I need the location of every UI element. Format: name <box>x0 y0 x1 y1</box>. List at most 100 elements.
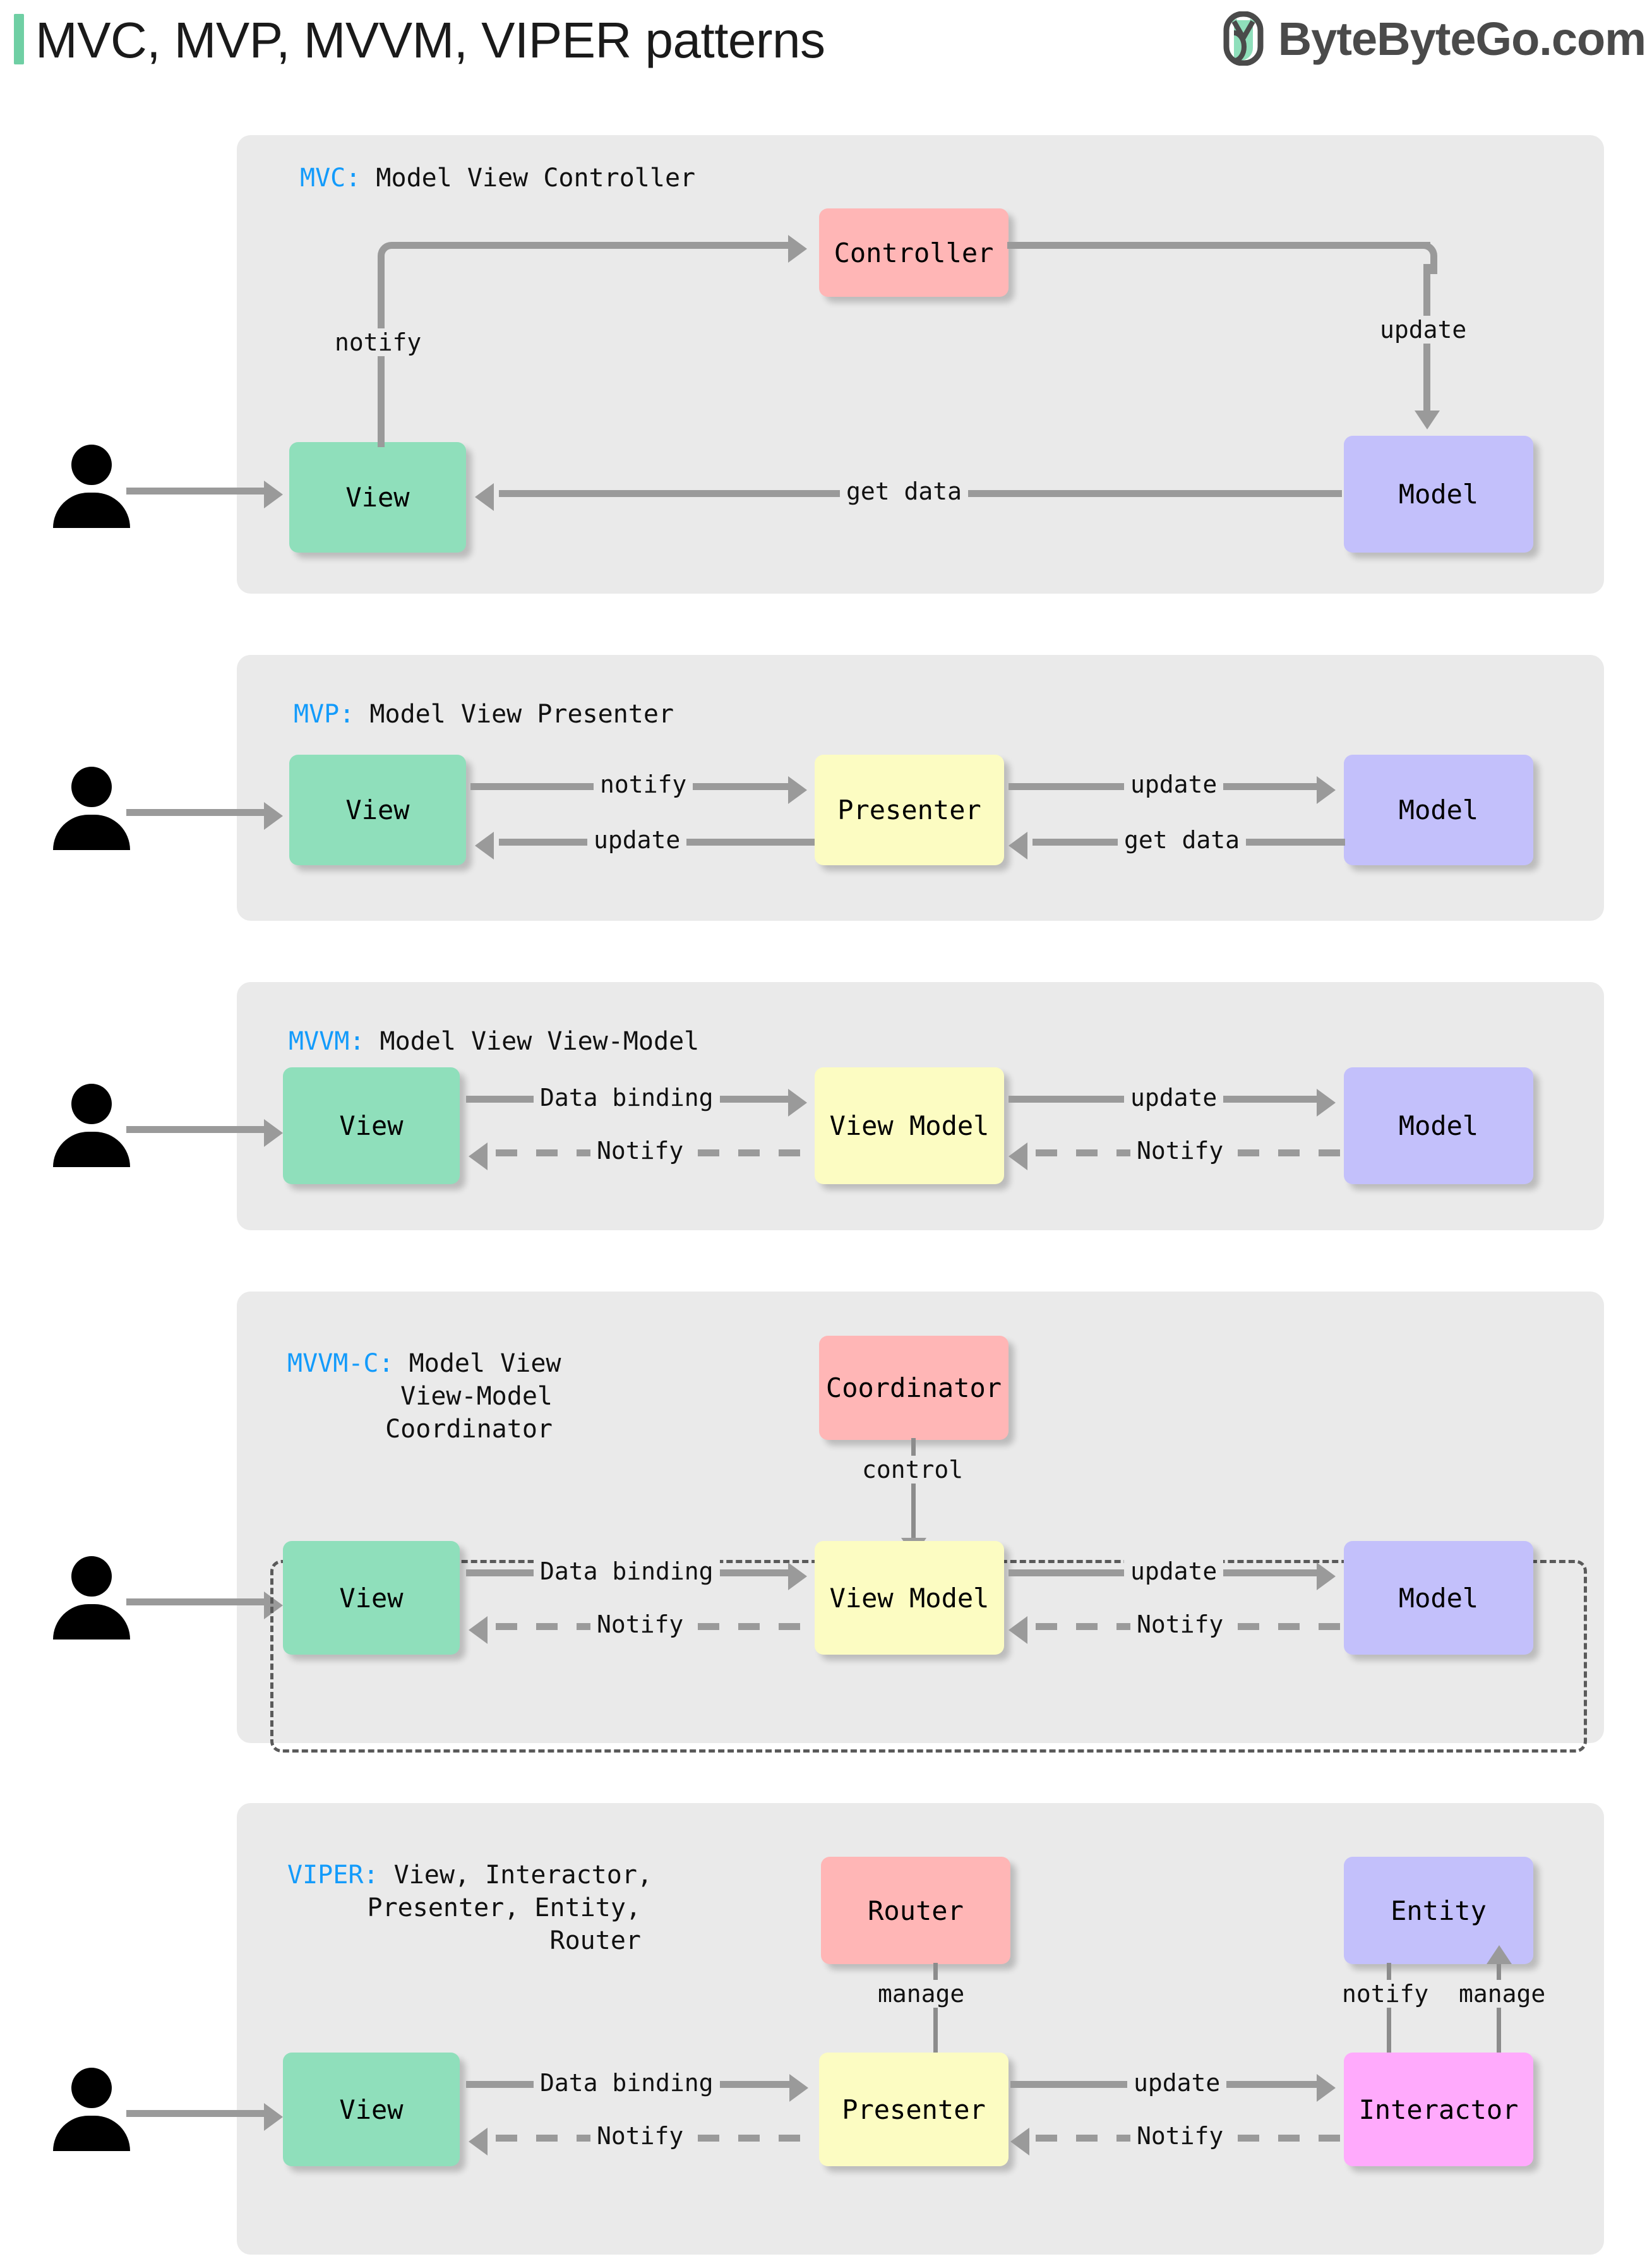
node-view-mvvm[interactable]: View <box>283 1067 460 1184</box>
edge-label-databinding-viper: Data binding <box>534 2069 720 2097</box>
panel-mvvm-c-expansion: Model View <box>393 1349 561 1378</box>
actor-user-mvvm-c <box>51 1554 133 1640</box>
arrowhead-notify-viewmodel-mvvm <box>469 1142 488 1170</box>
arrowhead-getdata-mvp <box>1009 832 1027 860</box>
panel-mvvm-c-title-line2: View-Model <box>400 1382 553 1411</box>
edge-label-update-viper: update <box>1127 2069 1227 2097</box>
bytebytego-leaf-logo-icon <box>1220 11 1267 66</box>
edge-notify-entity-line2-viper <box>1387 2021 1391 2066</box>
panel-viper-title-line2: Presenter, Entity, <box>367 1893 641 1922</box>
page-title: MVC, MVP, MVVM, VIPER patterns <box>35 12 825 68</box>
user-person-icon-body <box>53 493 130 528</box>
user-person-icon-head <box>71 445 112 485</box>
edge-controller-right-mvc <box>1007 242 1430 249</box>
user-person-icon-body <box>53 1604 130 1640</box>
user-person-icon-head <box>71 767 112 807</box>
page-header: MVC, MVP, MVVM, VIPER patterns ByteByteG… <box>0 0 1652 95</box>
edge-user-to-view-mvvm-c <box>126 1598 265 1605</box>
edge-label-update-back-mvp: update <box>587 826 687 854</box>
panel-mvp-key: MVP: <box>294 700 355 729</box>
arrowhead-manage-entity-viper <box>1487 1945 1512 1964</box>
arrowhead-notify-mvc <box>788 235 807 263</box>
panel-mvvm-c-title-line3: Coordinator <box>385 1415 553 1444</box>
arrowhead-update-mvvm-c <box>1317 1562 1336 1590</box>
edge-label-notify-viewmodel-mvvm: Notify <box>590 1137 690 1165</box>
edge-label-notify-presenter-viper: Notify <box>590 2122 690 2150</box>
edge-label-update-mvc: update <box>1374 316 1473 344</box>
edge-label-update-mvp: update <box>1124 770 1224 798</box>
arrowhead-notify-interactor-viper <box>1010 2128 1029 2155</box>
edge-corner-controller-model-mvc <box>1405 242 1437 274</box>
arrowhead-notify-mvp <box>788 776 807 804</box>
node-model-mvvm[interactable]: Model <box>1344 1067 1533 1184</box>
edge-user-to-view-mvc <box>126 488 265 495</box>
user-person-icon-body <box>53 2116 130 2151</box>
panel-viper-title-line3: Router <box>549 1926 642 1955</box>
arrowhead-getdata-mvc <box>475 483 494 511</box>
arrowhead-user-to-view-mvp <box>264 802 283 830</box>
edge-label-notify-interactor-viper: Notify <box>1130 2122 1230 2150</box>
user-person-icon-body <box>53 815 130 850</box>
arrowhead-update-viper <box>1317 2074 1336 2102</box>
panel-mvc-expansion: Model View Controller <box>361 164 696 193</box>
panel-viper-title: VIPER: View, Interactor, <box>287 1859 652 1891</box>
arrowhead-user-to-view-viper <box>264 2103 283 2131</box>
edge-label-getdata-mvp: get data <box>1118 826 1247 854</box>
node-controller-mvc[interactable]: Controller <box>819 208 1009 297</box>
panel-mvvm-expansion: Model View View-Model <box>364 1027 700 1056</box>
node-router-viper[interactable]: Router <box>821 1857 1010 1964</box>
edge-label-notify-mvc: notify <box>328 328 428 356</box>
node-model-mvp[interactable]: Model <box>1344 755 1533 865</box>
node-viewmodel-mvvm-c[interactable]: View Model <box>815 1541 1004 1655</box>
edge-label-manage-viper: manage <box>871 1980 971 2008</box>
panel-viper-key: VIPER: <box>287 1861 379 1890</box>
node-view-viper[interactable]: View <box>283 2053 460 2166</box>
user-person-icon-head <box>71 2068 112 2108</box>
edge-manage-entity-line2-viper <box>1497 2021 1501 2066</box>
edge-label-notify-mvp: notify <box>594 770 693 798</box>
arrowhead-databinding-mvvm-c <box>788 1562 807 1590</box>
panel-mvvm-c-title: MVVM-C: Model View <box>287 1347 561 1380</box>
edge-label-notify-viewmodel-mvvm-c: Notify <box>590 1610 690 1638</box>
node-interactor-viper[interactable]: Interactor <box>1344 2053 1533 2166</box>
actor-user-mvvm <box>51 1081 133 1167</box>
arrowhead-update-mvp <box>1317 776 1336 804</box>
edge-label-notify-model-mvvm: Notify <box>1130 1137 1230 1165</box>
edge-label-update-mvvm: update <box>1124 1084 1224 1112</box>
arrowhead-notify-model-mvvm-c <box>1009 1616 1027 1644</box>
arrowhead-databinding-mvvm <box>788 1089 807 1117</box>
edge-label-databinding-mvvm: Data binding <box>534 1084 720 1112</box>
arrowhead-update-back-mvp <box>475 832 494 860</box>
node-presenter-mvp[interactable]: Presenter <box>815 755 1004 865</box>
node-model-mvvm-c[interactable]: Model <box>1344 1541 1533 1655</box>
edge-user-to-view-mvvm <box>126 1126 265 1133</box>
edge-label-manage-entity-viper: manage <box>1452 1980 1552 2008</box>
panel-viper-expansion: View, Interactor, <box>378 1861 652 1890</box>
edge-manage-line2-viper <box>933 2021 938 2066</box>
user-person-icon-head <box>71 1556 112 1597</box>
edge-user-to-view-mvp <box>126 809 265 816</box>
panel-mvp-title: MVP: Model View Presenter <box>294 698 674 731</box>
node-coordinator-mvvm-c[interactable]: Coordinator <box>819 1336 1009 1440</box>
edge-control-line2-mvvm-c <box>911 1497 916 1541</box>
node-view-mvc[interactable]: View <box>289 442 466 553</box>
arrowhead-user-to-view-mvvm <box>264 1119 283 1147</box>
node-presenter-viper[interactable]: Presenter <box>819 2053 1009 2166</box>
arrowhead-notify-viewmodel-mvvm-c <box>469 1616 488 1644</box>
arrowhead-user-to-view-mvvm-c <box>264 1592 283 1619</box>
node-viewmodel-mvvm[interactable]: View Model <box>815 1067 1004 1184</box>
title-accent-bar <box>14 14 24 64</box>
panel-mvc-title: MVC: Model View Controller <box>300 162 695 195</box>
edge-label-getdata-mvc: get data <box>840 477 969 505</box>
edge-label-update-mvvm-c: update <box>1124 1557 1224 1585</box>
edge-label-notify-entity-viper: notify <box>1336 1980 1435 2008</box>
node-view-mvvm-c[interactable]: View <box>283 1541 460 1655</box>
edge-label-control-mvvm-c: control <box>856 1456 970 1484</box>
panel-mvp-expansion: Model View Presenter <box>354 700 674 729</box>
actor-user-mvc <box>51 442 133 528</box>
panel-mvvm-key: MVVM: <box>289 1027 365 1056</box>
node-view-mvp[interactable]: View <box>289 755 466 865</box>
edge-user-to-view-viper <box>126 2110 265 2117</box>
node-model-mvc[interactable]: Model <box>1344 436 1533 553</box>
edge-corner-view-controller-mvc <box>378 242 410 274</box>
